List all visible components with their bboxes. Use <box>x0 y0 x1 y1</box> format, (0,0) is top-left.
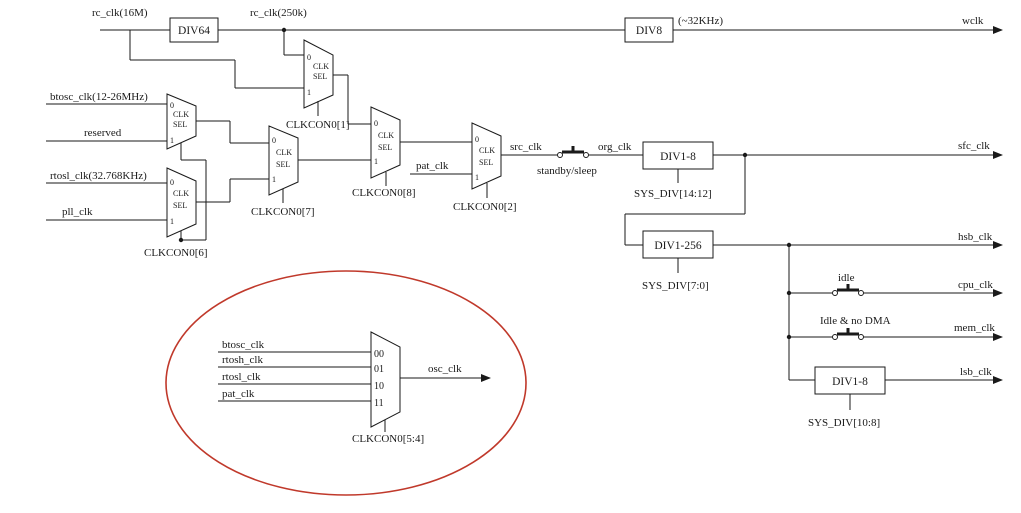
clkcon0-7-label: CLKCON0[7] <box>251 206 315 218</box>
mux-btosc-reserved <box>166 93 197 150</box>
clkcon0-6-label: CLKCON0[6] <box>144 247 208 259</box>
div8-label: DIV8 <box>636 25 662 37</box>
mux-sel-label: CLK <box>313 62 329 71</box>
rc-clk-16m-path <box>100 29 304 89</box>
div1-8-sfc-label: DIV1-8 <box>660 151 696 163</box>
osc-in-btosc-label: btosc_clk <box>222 339 265 351</box>
mux-clkcon0-1 <box>303 39 334 109</box>
idle-no-dma-gate <box>832 328 864 340</box>
mux-clkcon0-7 <box>268 125 299 196</box>
rtosl-clk-label: rtosl_clk(32.768KHz) <box>50 170 147 182</box>
div1-8-lsb-label: DIV1-8 <box>832 376 868 388</box>
mux-a-d-output-wires <box>298 74 371 161</box>
btosc-clk-label: btosc_clk(12-26MHz) <box>50 91 148 103</box>
hsb-clk-label: hsb_clk <box>958 231 993 243</box>
standby-sleep-label: standby/sleep <box>537 165 597 177</box>
div1-8-lsb-block <box>814 366 886 395</box>
mux-sel-label: CLK <box>173 189 189 198</box>
osc-mux-code-10: 10 <box>374 381 384 392</box>
mux-input-1-label: 1 <box>170 217 174 226</box>
cpu-clk-label: cpu_clk <box>958 279 993 291</box>
osc-in-rtosl-label: rtosl_clk <box>222 371 261 383</box>
mux-input-1-label: 1 <box>475 173 479 182</box>
wclk-label: wclk <box>962 15 984 27</box>
mux-sel-label: SEL <box>378 143 392 152</box>
mux-sel-label: CLK <box>378 131 394 140</box>
junction-dot <box>281 27 287 33</box>
sys-div-7-0-label: SYS_DIV[7:0] <box>642 280 709 292</box>
idle-label: idle <box>838 272 855 284</box>
div1-256-label: DIV1-256 <box>654 240 702 252</box>
mux-sel-label: CLK <box>479 146 495 155</box>
pll-clk-label: pll_clk <box>62 206 93 218</box>
osc-mux-code-11: 11 <box>374 398 384 409</box>
highlight-ellipse <box>165 270 527 496</box>
junction-dot <box>786 290 792 296</box>
approx-32khz-label: (~32KHz) <box>678 15 723 27</box>
mux-clkcon0-8 <box>370 106 401 179</box>
clkcon0-8-label: CLKCON0[8] <box>352 187 416 199</box>
osc-clk-label: osc_clk <box>428 363 462 375</box>
org-clk-label: org_clk <box>598 141 632 153</box>
clkcon0-2-label: CLKCON0[2] <box>453 201 517 213</box>
mux-input-1-label: 1 <box>307 88 311 97</box>
idle-gate <box>832 284 864 296</box>
rc-clk-250k-path <box>218 29 625 56</box>
mux-input-0-label: 0 <box>374 119 378 128</box>
mux-sel-label: SEL <box>276 160 290 169</box>
rc-clk-250k-label: rc_clk(250k) <box>250 7 307 19</box>
mux-input-1-label: 1 <box>374 157 378 166</box>
osc-mux-code-01: 01 <box>374 364 384 375</box>
sys-div-10-8-label: SYS_DIV[10:8] <box>808 417 880 429</box>
reserved-label: reserved <box>84 127 122 139</box>
osc-mux-code-00: 00 <box>374 349 384 360</box>
mux-sel-label: CLK <box>276 148 292 157</box>
mux-input-1-label: 1 <box>170 136 174 145</box>
src-clk-label: src_clk <box>510 141 542 153</box>
mux-rtosl-pll <box>166 167 197 238</box>
mux-input-0-label: 0 <box>272 136 276 145</box>
osc-in-pat-label: pat_clk <box>222 388 255 400</box>
sfc-clk-label: sfc_clk <box>958 140 990 152</box>
junction-dot <box>178 237 184 243</box>
mem-clk-label: mem_clk <box>954 322 995 334</box>
div1-256-feed-wire <box>624 155 746 246</box>
mux-input-0-label: 0 <box>475 135 479 144</box>
lsb-clk-label: lsb_clk <box>960 366 992 378</box>
div1-8-sfc-block <box>642 141 714 170</box>
mux-b-c-output-wires <box>196 120 269 203</box>
osc-in-rtosh-label: rtosh_clk <box>222 354 263 366</box>
idle-no-dma-label: Idle & no DMA <box>820 315 891 327</box>
mux-sel-label: CLK <box>173 110 189 119</box>
mux-sel-label: SEL <box>313 72 327 81</box>
sys-div-14-12-label: SYS_DIV[14:12] <box>634 188 712 200</box>
div64-label: DIV64 <box>178 25 210 37</box>
mux-sel-label: SEL <box>479 158 493 167</box>
standby-sleep-gate <box>557 146 589 158</box>
clkcon0-6-select-wire <box>180 143 207 241</box>
mux-clkcon0-2 <box>471 122 502 190</box>
clkcon0-5-4-label: CLKCON0[5:4] <box>352 433 424 445</box>
mux-input-0-label: 0 <box>307 53 311 62</box>
pat-clk-label: pat_clk <box>416 160 449 172</box>
mux-input-0-label: 0 <box>170 101 174 110</box>
div8-block <box>624 17 674 43</box>
clkcon0-1-label: CLKCON0[1] <box>286 119 350 131</box>
rc-clk-16m-label: rc_clk(16M) <box>92 7 148 19</box>
mux-sel-label: SEL <box>173 201 187 210</box>
junction-dot <box>786 334 792 340</box>
mux-input-0-label: 0 <box>170 178 174 187</box>
mux-sel-label: SEL <box>173 120 187 129</box>
osc-mux <box>370 331 401 428</box>
mux-input-1-label: 1 <box>272 175 276 184</box>
